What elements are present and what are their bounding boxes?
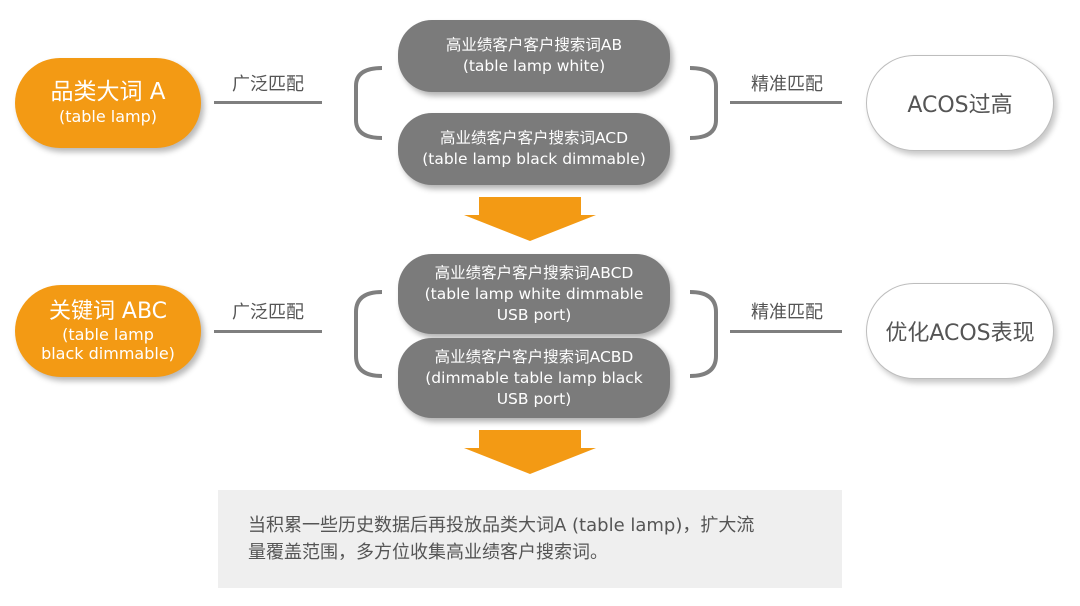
search-term-detail: (table lamp white dimmable xyxy=(424,284,644,303)
right-bracket xyxy=(689,290,718,378)
search-term-pill-acd: 高业绩客户客户搜索词ACD (table lamp black dimmable… xyxy=(398,113,670,185)
search-term-detail: (table lamp black dimmable) xyxy=(422,150,646,168)
down-arrow-icon xyxy=(464,197,596,241)
keyword-pill-category-a: 品类大词 A (table lamp) xyxy=(15,58,201,148)
match-label-broad: 广泛匹配 xyxy=(232,74,304,95)
summary-note-line: 量覆盖范围，多方位收集高业绩客户搜索词。 xyxy=(248,542,608,563)
connector-line xyxy=(214,101,322,104)
search-term-detail: (table lamp white) xyxy=(462,57,606,75)
connector-line xyxy=(730,330,842,333)
keyword-subtitle: (table lamp) xyxy=(58,107,158,126)
match-label-broad: 广泛匹配 xyxy=(232,302,304,323)
result-pill-optimize-acos: 优化ACOS表现 xyxy=(866,283,1054,379)
down-arrow-icon xyxy=(464,430,596,474)
right-bracket xyxy=(689,66,718,140)
connector-line xyxy=(730,101,842,104)
search-term-title: 高业绩客户客户搜索词ACD xyxy=(439,129,629,147)
keyword-subtitle: (table lamp xyxy=(62,325,154,344)
search-term-detail: USB port) xyxy=(496,389,572,408)
result-pill-acos-high: ACOS过高 xyxy=(866,55,1054,151)
left-bracket xyxy=(354,290,383,378)
search-term-detail: USB port) xyxy=(496,305,572,324)
left-bracket xyxy=(354,66,383,140)
keyword-title: 品类大词 A xyxy=(50,79,166,105)
keyword-pill-abc: 关键词 ABC (table lamp black dimmable) xyxy=(15,285,201,377)
summary-note: 当积累一些历史数据后再投放品类大词A (table lamp)，扩大流 量覆盖范… xyxy=(218,490,842,588)
connector-line xyxy=(214,330,322,333)
search-term-title: 高业绩客户客户搜索词ABCD xyxy=(434,263,634,282)
search-term-detail: (dimmable table lamp black xyxy=(425,368,643,387)
search-term-title: 高业绩客户客户搜索词AB xyxy=(445,36,623,54)
search-term-pill-acbd: 高业绩客户客户搜索词ACBD (dimmable table lamp blac… xyxy=(398,338,670,418)
keyword-title: 关键词 ABC xyxy=(48,299,168,324)
match-label-exact: 精准匹配 xyxy=(751,74,823,95)
match-label-exact: 精准匹配 xyxy=(751,302,823,323)
search-term-pill-abcd: 高业绩客户客户搜索词ABCD (table lamp white dimmabl… xyxy=(398,254,670,334)
search-term-title: 高业绩客户客户搜索词ACBD xyxy=(434,347,634,366)
keyword-subtitle: black dimmable) xyxy=(41,344,175,363)
search-term-pill-ab: 高业绩客户客户搜索词AB (table lamp white) xyxy=(398,20,670,92)
summary-note-line: 当积累一些历史数据后再投放品类大词A (table lamp)，扩大流 xyxy=(248,515,755,536)
